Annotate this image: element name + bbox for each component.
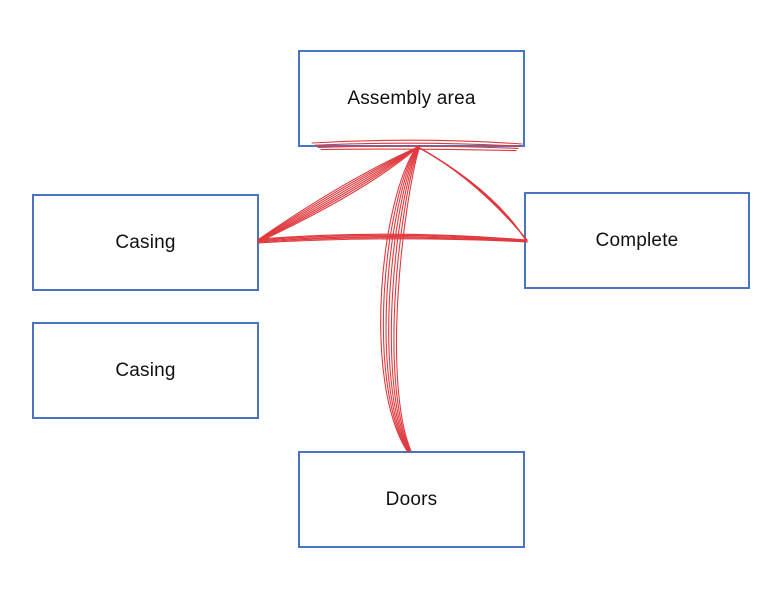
- connector-stroke-0-5: [257, 146, 419, 243]
- connector-stroke-0-4: [257, 146, 419, 242]
- assembly-area-label: Assembly area: [347, 87, 476, 109]
- doors-node[interactable]: Doors: [298, 451, 525, 548]
- casing-node-top[interactable]: Casing: [32, 194, 259, 291]
- connector-stroke-3-3: [388, 146, 419, 452]
- connector-stroke-3-4: [390, 146, 420, 452]
- connector-stroke-2-4: [257, 238, 528, 244]
- connector-stroke-1-1: [417, 146, 528, 241]
- connector-stroke-0-3: [257, 146, 419, 242]
- connector-stroke-3-0: [380, 146, 418, 452]
- connector-stroke-1-6: [417, 146, 528, 243]
- connector-stroke-0-2: [257, 146, 419, 242]
- casing-top-label: Casing: [115, 231, 176, 253]
- connector-stroke-3-1: [382, 146, 418, 452]
- complete-label: Complete: [595, 229, 679, 251]
- connector-stroke-3-6: [396, 146, 420, 452]
- connector-stroke-0-1: [257, 146, 419, 241]
- connector-stroke-1-5: [417, 146, 528, 243]
- connector-stroke-1-3: [417, 146, 528, 242]
- complete-node[interactable]: Complete: [524, 192, 750, 289]
- casing-bottom-label: Casing: [115, 359, 176, 381]
- connector-stroke-2-0: [257, 233, 528, 241]
- assembly-area-node[interactable]: Assembly area: [298, 50, 525, 147]
- doors-label: Doors: [385, 488, 438, 510]
- connector-stroke-1-0: [417, 146, 528, 241]
- connector-stroke-1-4: [417, 146, 528, 242]
- assembly-edge-sketch-3: [320, 148, 517, 152]
- casing-node-bottom[interactable]: Casing: [32, 322, 259, 419]
- connector-stroke-3-2: [385, 146, 419, 452]
- connector-stroke-0-6: [257, 146, 419, 243]
- connector-stroke-2-3: [257, 237, 528, 243]
- connector-stroke-1-2: [417, 146, 528, 242]
- connector-stroke-2-1: [257, 234, 528, 242]
- connector-stroke-3-5: [393, 146, 420, 452]
- connector-stroke-0-0: [257, 146, 419, 241]
- connector-stroke-2-2: [257, 235, 528, 242]
